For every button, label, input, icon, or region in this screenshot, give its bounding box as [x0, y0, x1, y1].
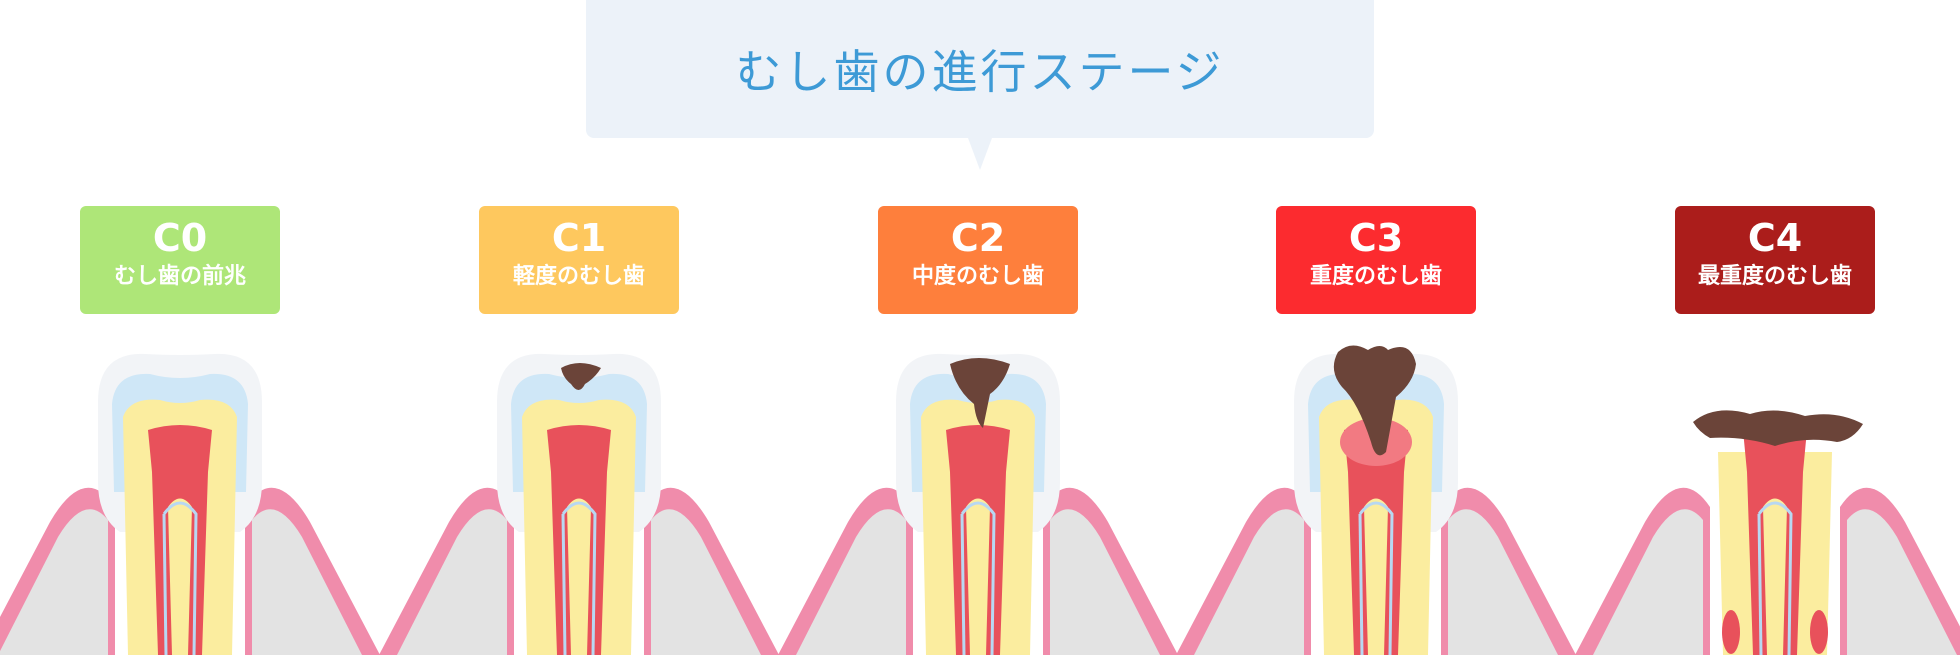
stage-c0: C0 むし歯の前兆: [0, 206, 380, 656]
jaw-bone: [397, 509, 507, 655]
root-edge: [1358, 501, 1394, 656]
stage-badge: C3 重度のむし歯: [1276, 206, 1476, 314]
diagram-title: むし歯の進行ステージ: [735, 45, 1225, 99]
stage-label: 中度のむし歯: [911, 264, 1044, 289]
root-edge: [561, 513, 567, 656]
jaw-bone: [651, 509, 761, 655]
stage-c2: C2 中度のむし歯: [778, 206, 1178, 656]
dentin: [1718, 452, 1832, 655]
stage-code: C1: [551, 216, 607, 260]
jaw-bone: [796, 509, 906, 655]
jaw-bone: [0, 509, 108, 655]
stage-label: 最重度のむし歯: [1697, 264, 1852, 289]
decay: [950, 358, 1010, 428]
decay: [561, 363, 601, 390]
title-banner: むし歯の進行ステージ: [586, 0, 1374, 138]
root-edge: [162, 501, 198, 656]
stage-code: C2: [950, 216, 1006, 260]
tooth-illustration: [0, 342, 380, 656]
stage-label: 軽度のむし歯: [512, 264, 645, 289]
abscess: [1810, 610, 1828, 654]
jaw-bone: [1593, 509, 1703, 655]
root-edge: [1757, 513, 1763, 656]
root-edge: [1757, 501, 1793, 656]
abscess: [1722, 610, 1740, 654]
stage-badge: C1 軽度のむし歯: [479, 206, 679, 314]
stage-code: C4: [1747, 216, 1803, 260]
jaw-bone: [1050, 509, 1160, 655]
tooth-illustration: [1575, 342, 1960, 656]
stage-badge: C4 最重度のむし歯: [1675, 206, 1875, 314]
title-pointer: [968, 138, 992, 170]
stage-badge: C2 中度のむし歯: [878, 206, 1078, 314]
root-edge: [960, 501, 996, 656]
stage-label: むし歯の前兆: [113, 264, 246, 289]
stage-c1: C1 軽度のむし歯: [379, 206, 779, 656]
root-edge: [1358, 513, 1364, 656]
root-edge: [561, 501, 597, 656]
root-edge: [162, 513, 168, 656]
decay: [1333, 345, 1416, 456]
root-edge: [960, 513, 966, 656]
tooth-illustration: [1176, 342, 1576, 656]
decay: [1693, 410, 1863, 446]
jaw-bone: [252, 509, 362, 655]
stage-c3: C3 重度のむし歯: [1176, 206, 1576, 656]
tooth-illustration: [778, 342, 1178, 656]
tooth-illustration: [379, 342, 779, 656]
stage-code: C3: [1348, 216, 1404, 260]
jaw-bone: [1448, 509, 1558, 655]
stage-label: 重度のむし歯: [1309, 264, 1442, 289]
stage-code: C0: [152, 216, 208, 260]
jaw-bone: [1847, 509, 1957, 655]
stage-badge: C0 むし歯の前兆: [80, 206, 280, 314]
stage-c4: C4 最重度のむし歯: [1575, 206, 1960, 656]
jaw-bone: [1194, 509, 1304, 655]
